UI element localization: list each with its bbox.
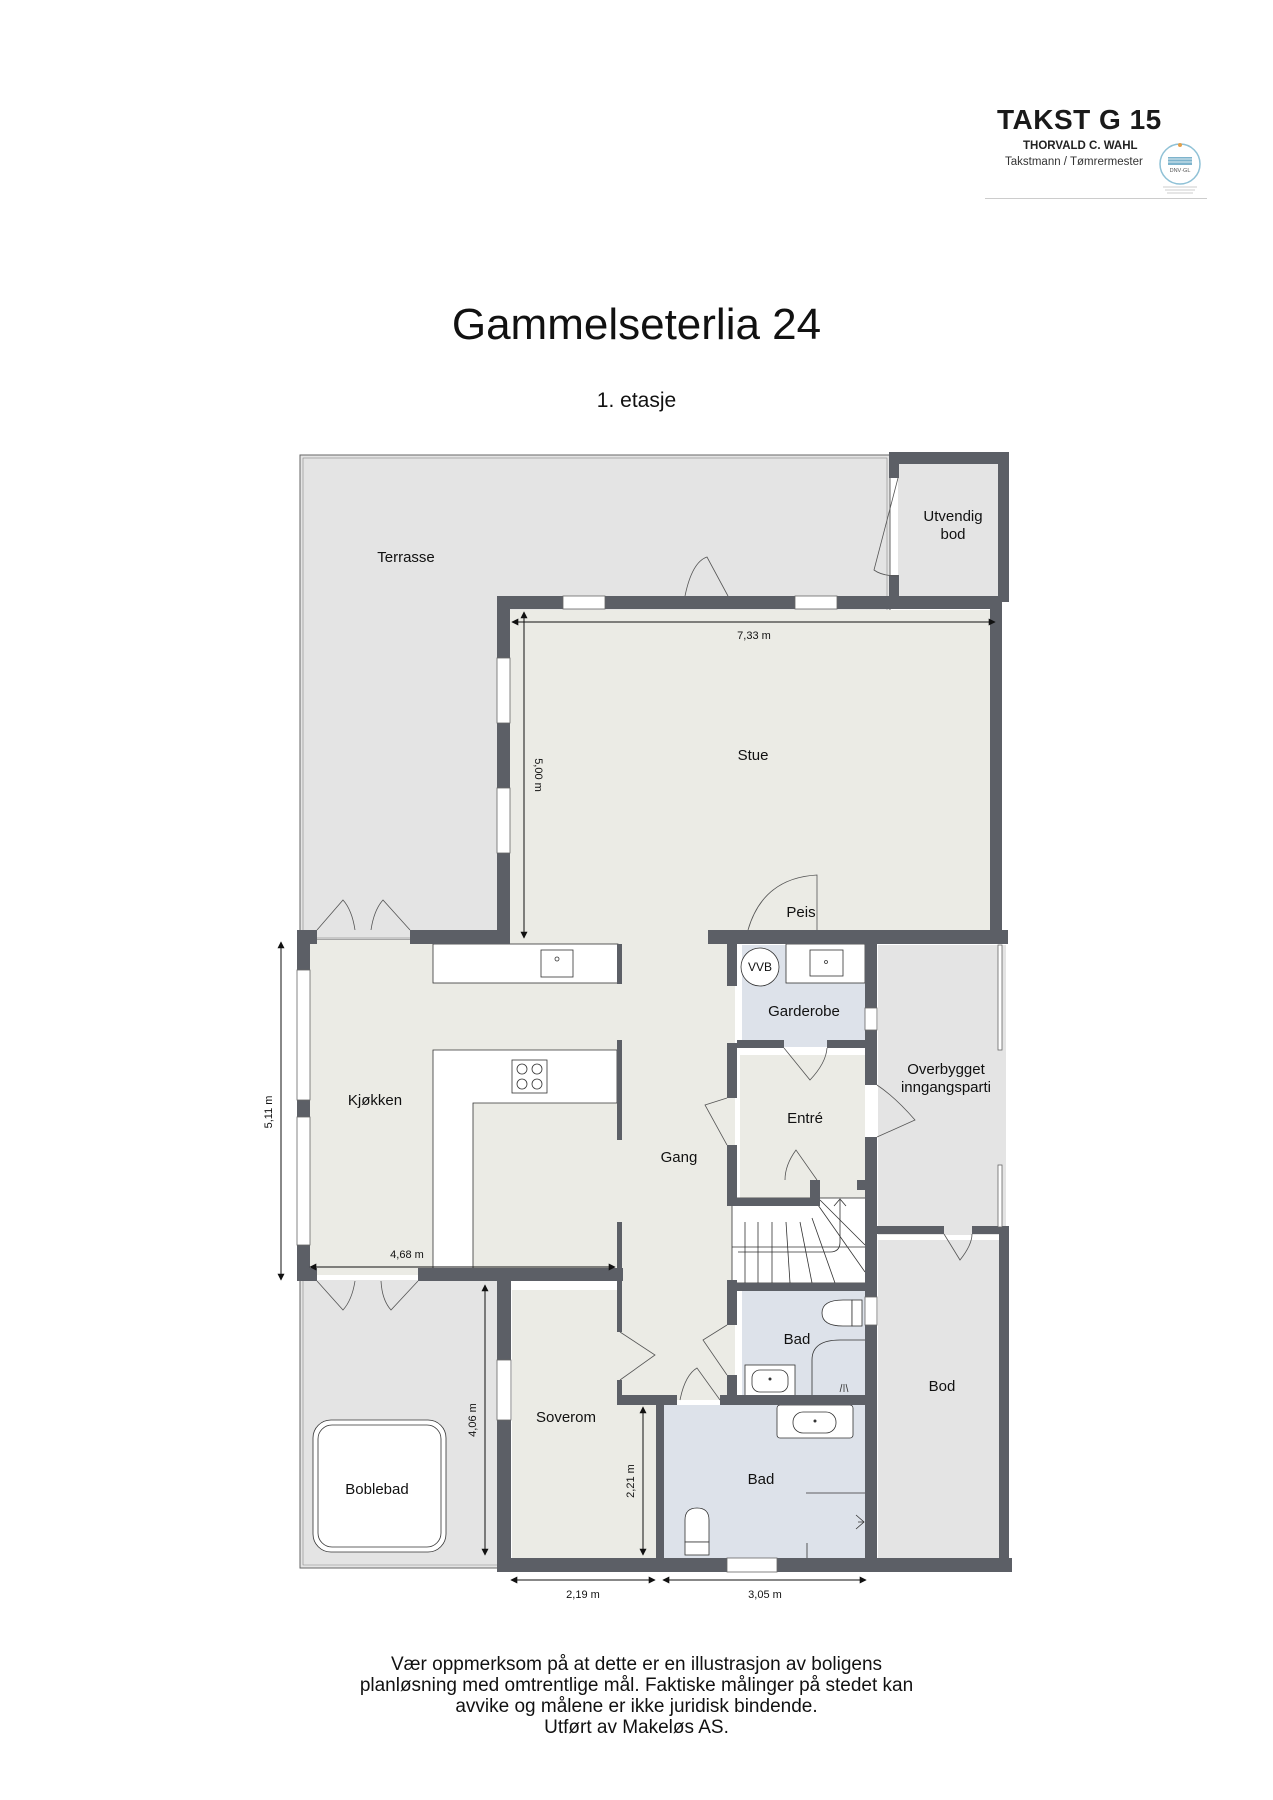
kitchen-counter-upper bbox=[432, 943, 619, 984]
label-vvb: VVB bbox=[748, 960, 772, 974]
logo-role: Takstmann / Tømrermester bbox=[1005, 156, 1143, 168]
label-stue: Stue bbox=[738, 747, 769, 764]
overbygget-floor bbox=[878, 945, 1006, 1235]
label-overbygget-1: Overbygget bbox=[907, 1061, 985, 1078]
label-bod: Bod bbox=[929, 1378, 956, 1395]
dim-soverom-width: 2,19 m bbox=[566, 1589, 600, 1601]
label-gang: Gang bbox=[661, 1149, 698, 1166]
cooktop-icon bbox=[511, 1059, 548, 1094]
doors bbox=[316, 477, 973, 1401]
label-boblebad: Boblebad bbox=[345, 1481, 408, 1498]
logo-name: THORVALD C. WAHL bbox=[1023, 140, 1138, 152]
sink-upper-icon bbox=[744, 1364, 796, 1399]
disclaimer-line-2: planløsning med omtrentlige mål. Faktisk… bbox=[359, 1675, 914, 1696]
dim-kjokken-depth: 5,11 m bbox=[263, 1096, 275, 1129]
logo-brand: TAKST G 15 bbox=[997, 104, 1162, 135]
bod-floor bbox=[878, 1240, 1006, 1560]
disclaimer-line-3: avvike og målene er ikke juridisk binden… bbox=[455, 1696, 818, 1717]
stue-floor bbox=[510, 610, 1000, 940]
dim-stue-width: 7,33 m bbox=[737, 630, 771, 642]
hot-tub-icon bbox=[312, 1419, 447, 1553]
page-title: Gammelseterlia 24 bbox=[451, 300, 822, 349]
disclaimer-line-1: Vær oppmerksom på at dette er en illustr… bbox=[390, 1654, 883, 1675]
dim-kjokken-width: 4,68 m bbox=[390, 1249, 424, 1261]
label-overbygget-2: inngangsparti bbox=[901, 1079, 991, 1096]
shower-screen-upper bbox=[811, 1339, 865, 1398]
dim-bad-width: 3,05 m bbox=[748, 1589, 782, 1601]
label-entre: Entré bbox=[787, 1110, 823, 1127]
entre-floor bbox=[740, 1055, 865, 1210]
shower-head-lower-icon bbox=[855, 1514, 865, 1530]
utvendig-bod-floor bbox=[898, 464, 1008, 597]
label-kjokken: Kjøkken bbox=[348, 1092, 402, 1109]
sink-lower-icon bbox=[776, 1404, 854, 1439]
label-bad-lower: Bad bbox=[748, 1471, 775, 1488]
dim-terrasse-lower-depth: 4,06 m bbox=[467, 1403, 479, 1437]
label-garderobe: Garderobe bbox=[768, 1003, 840, 1020]
dimension-lines bbox=[277, 611, 996, 1584]
label-utvendig-bod-2: bod bbox=[940, 526, 965, 543]
shower-head-icon bbox=[839, 1383, 849, 1393]
dim-stue-depth: 5,00 m bbox=[532, 758, 544, 792]
logo-divider bbox=[985, 198, 1207, 199]
soverom-floor bbox=[512, 1290, 660, 1560]
label-soverom: Soverom bbox=[536, 1409, 596, 1426]
label-peis: Peis bbox=[786, 904, 815, 921]
windows bbox=[296, 595, 1003, 1573]
disclaimer-line-4: Utført av Makeløs AS. bbox=[544, 1717, 729, 1738]
label-utvendig-bod-1: Utvendig bbox=[923, 508, 982, 525]
certification-badge-icon: DNV·GL bbox=[1159, 143, 1201, 194]
badge-text: DNV·GL bbox=[1170, 168, 1191, 174]
toilet-upper-icon bbox=[821, 1299, 863, 1327]
garderobe-sink bbox=[785, 943, 866, 984]
toilet-lower-icon bbox=[684, 1507, 710, 1556]
walls bbox=[297, 452, 1012, 1572]
company-logo: TAKST G 15 THORVALD C. WAHL Takstmann / … bbox=[985, 100, 1215, 200]
staircase bbox=[731, 1197, 868, 1284]
floor-label: 1. etasje bbox=[596, 389, 677, 412]
water-heater-icon bbox=[740, 947, 780, 987]
dim-soverom-depth: 2,21 m bbox=[625, 1464, 637, 1498]
disclaimer: Vær oppmerksom på at dette er en illustr… bbox=[0, 1654, 1273, 1738]
label-terrasse: Terrasse bbox=[377, 549, 435, 566]
kitchen-counter-l bbox=[432, 1049, 618, 1276]
label-bad-upper: Bad bbox=[784, 1331, 811, 1348]
